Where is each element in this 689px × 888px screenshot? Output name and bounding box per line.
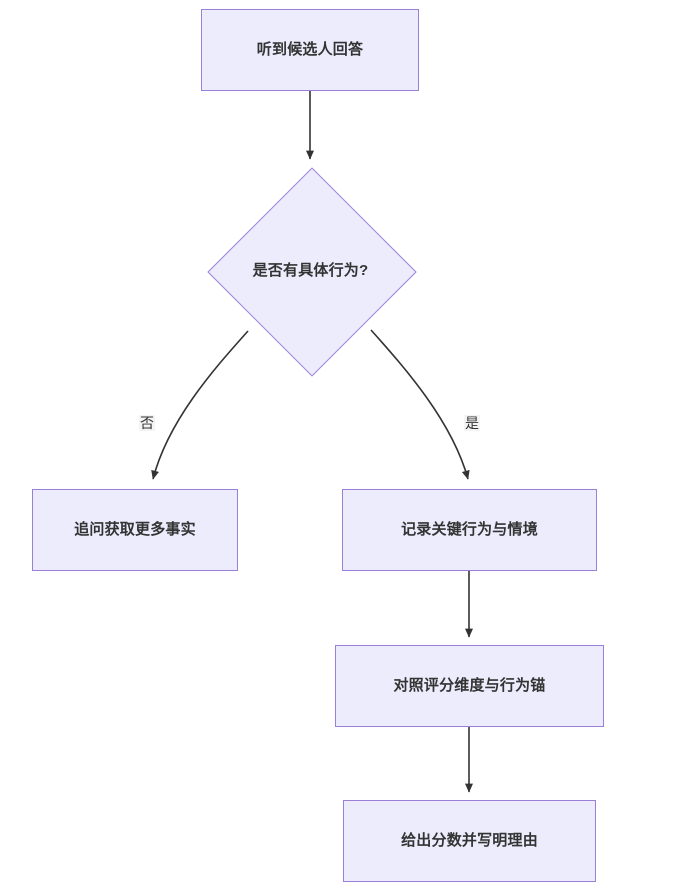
- edge-label-no: 否: [139, 415, 155, 432]
- node-label: 对照评分维度与行为锚: [393, 677, 546, 694]
- node-compare-rating-dimensions[interactable]: 对照评分维度与行为锚: [335, 645, 604, 727]
- node-label: 给出分数并写明理由: [401, 832, 538, 849]
- node-label: 是否有具体行为?: [252, 261, 369, 279]
- node-label: 追问获取更多事实: [74, 521, 196, 538]
- edge-decision-to-probe: [151, 330, 249, 480]
- node-label: 记录关键行为与情境: [401, 521, 538, 538]
- node-label: 听到候选人回答: [256, 41, 364, 58]
- edge-label-yes: 是: [464, 415, 480, 432]
- node-decision-has-concrete-behavior[interactable]: 是否有具体行为?: [206, 166, 417, 377]
- node-record-key-behavior[interactable]: 记录关键行为与情境: [342, 489, 597, 571]
- edge-decision-to-record: [370, 329, 470, 480]
- node-give-score-with-reason[interactable]: 给出分数并写明理由: [343, 800, 596, 882]
- node-hear-candidate-answer[interactable]: 听到候选人回答: [201, 9, 419, 91]
- node-probe-for-facts[interactable]: 追问获取更多事实: [32, 489, 238, 571]
